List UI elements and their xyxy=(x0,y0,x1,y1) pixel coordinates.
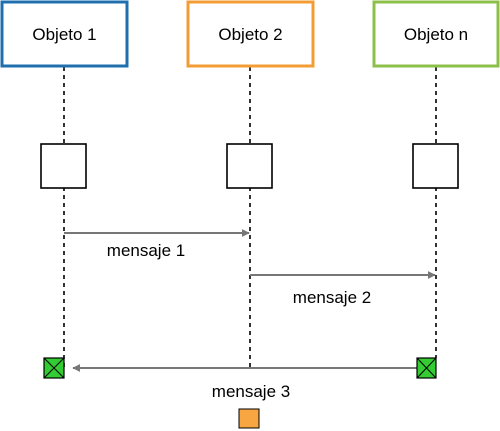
object-box-2[interactable]: Objeto 2 xyxy=(186,0,315,68)
message-label-3: mensaje 3 xyxy=(212,382,290,401)
square-icon xyxy=(238,408,260,429)
message-label-1: mensaje 1 xyxy=(107,241,185,260)
message-label-2: mensaje 2 xyxy=(293,288,371,307)
x-box-icon xyxy=(43,357,65,379)
object-box-1[interactable]: Objeto 1 xyxy=(0,0,129,68)
activation-box-2[interactable] xyxy=(226,143,273,189)
object-label-1: Objeto 1 xyxy=(32,25,96,44)
object-label-n: Objeto n xyxy=(404,25,468,44)
object-box-n[interactable]: Objeto n xyxy=(372,0,500,68)
activation-box-1[interactable] xyxy=(40,143,87,189)
activation-box-n[interactable] xyxy=(412,143,459,189)
x-box-icon xyxy=(416,357,437,379)
object-label-2: Objeto 2 xyxy=(218,25,282,44)
